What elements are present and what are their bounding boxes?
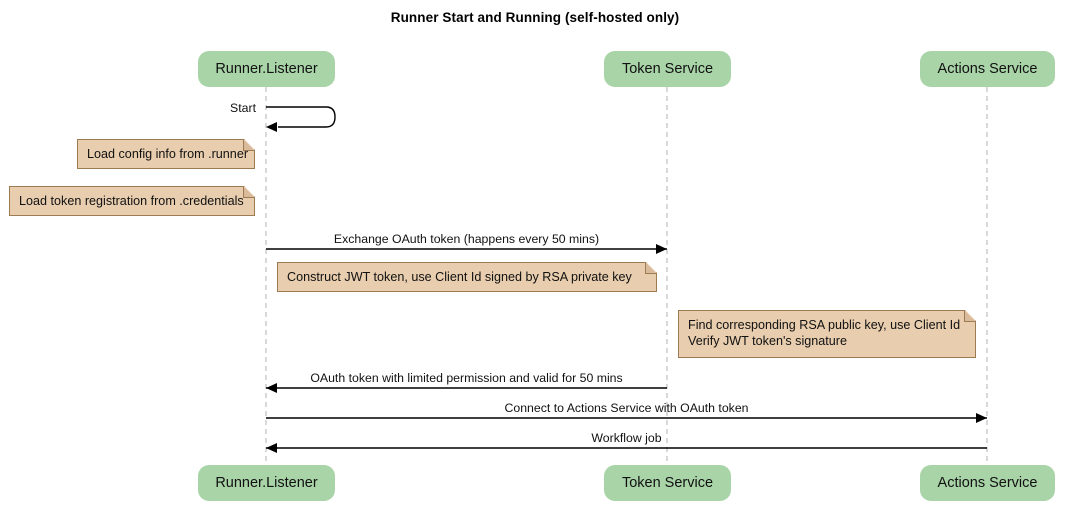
message-connect-actions-service xyxy=(266,413,987,423)
note-fold-cover xyxy=(244,186,255,197)
message-start xyxy=(266,106,336,132)
message-label-workflow-job: Workflow job xyxy=(591,431,662,445)
note-load-config: Load config info from .runner xyxy=(77,139,255,169)
message-label-oauth-token-response: OAuth token with limited permission and … xyxy=(310,371,623,385)
participant-token-bottom[interactable]: Token Service xyxy=(604,465,731,501)
participant-runner-top[interactable]: Runner.Listener xyxy=(198,51,335,87)
participant-token-top[interactable]: Token Service xyxy=(604,51,731,87)
participant-label: Token Service xyxy=(621,61,714,77)
message-label-exchange-oauth-token: Exchange OAuth token (happens every 50 m… xyxy=(333,232,600,246)
note-verify-jwt: Find corresponding RSA public key, use C… xyxy=(678,310,976,358)
note-text: Load token registration from .credential… xyxy=(19,194,244,208)
message-label-connect-actions-service: Connect to Actions Service with OAuth to… xyxy=(504,401,749,415)
note-construct-jwt: Construct JWT token, use Client Id signe… xyxy=(277,262,657,292)
note-text: Construct JWT token, use Client Id signe… xyxy=(287,270,632,284)
participant-label: Token Service xyxy=(621,475,714,491)
note-fold-cover xyxy=(646,262,657,273)
participant-label: Actions Service xyxy=(937,475,1038,491)
note-text: Load config info from .runner xyxy=(87,147,249,161)
participant-runner-bottom[interactable]: Runner.Listener xyxy=(198,465,335,501)
message-workflow-job xyxy=(266,443,987,453)
note-load-token-registration: Load token registration from .credential… xyxy=(9,186,255,216)
participant-label: Runner.Listener xyxy=(215,475,318,491)
message-label-start: Start xyxy=(230,101,256,115)
message-exchange-oauth-token xyxy=(266,244,667,254)
page-title: Runner Start and Running (self-hosted on… xyxy=(390,10,680,25)
participant-label: Runner.Listener xyxy=(215,61,318,77)
message-oauth-token-response xyxy=(266,383,667,393)
note-text: Find corresponding RSA public key, use C… xyxy=(688,318,961,348)
participant-actions-top[interactable]: Actions Service xyxy=(920,51,1055,87)
note-fold-cover xyxy=(244,139,255,150)
note-fold-cover xyxy=(965,310,976,321)
participant-actions-bottom[interactable]: Actions Service xyxy=(920,465,1055,501)
participant-label: Actions Service xyxy=(937,61,1038,77)
